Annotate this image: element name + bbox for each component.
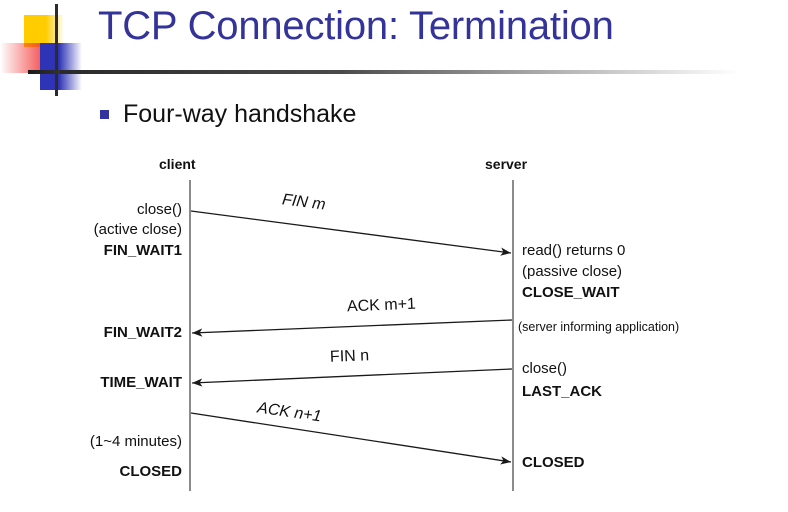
server-annotation-passive-close: (passive close) (522, 263, 623, 280)
message-arrow-fin-n (191, 368, 513, 387)
message-label-ack-m-plus-1: ACK m+1 (346, 295, 417, 316)
message-label-fin-n: FIN n (329, 347, 370, 366)
client-annotation-timer: (1~4 minutes) (89, 433, 182, 450)
client-annotation-closed: CLOSED (119, 463, 182, 480)
slide-header-decoration (0, 0, 120, 100)
decoration-vertical-line (55, 4, 58, 96)
decoration-blue-square (40, 43, 82, 90)
client-annotation-fin-wait1: FIN_WAIT1 (103, 242, 182, 259)
message-arrow-ack-m-plus-1 (191, 319, 513, 337)
tcp-termination-sequence-diagram: client server FIN m ACK m+1 FIN n ACK n+… (0, 148, 788, 512)
client-annotation-time-wait: TIME_WAIT (100, 374, 182, 391)
bullet-item-label: Four-way handshake (123, 100, 357, 128)
server-annotation-close: close() (522, 360, 568, 377)
message-arrow-ack-n-plus-1 (190, 412, 512, 465)
lifeline-header-server: server (485, 156, 528, 172)
client-annotation-fin-wait2: FIN_WAIT2 (103, 324, 182, 341)
page-title: TCP Connection: Termination (98, 4, 614, 48)
lifeline-header-client: client (159, 156, 196, 172)
message-arrow-fin-m (190, 210, 512, 256)
client-annotation-close: close() (136, 201, 182, 218)
title-underline-rule (60, 70, 760, 74)
server-annotation-read-returns: read() returns 0 (522, 242, 626, 259)
client-annotation-active-close: (active close) (93, 221, 182, 238)
server-annotation-last-ack: LAST_ACK (522, 383, 603, 400)
square-bullet-icon (100, 110, 109, 119)
server-annotation-close-wait: CLOSE_WAIT (522, 284, 620, 301)
diagram-canvas (189, 180, 514, 491)
bullet-list-item: Four-way handshake (100, 100, 356, 129)
server-annotation-closed: CLOSED (522, 454, 585, 471)
server-annotation-informing-application: (server informing application) (518, 320, 680, 334)
